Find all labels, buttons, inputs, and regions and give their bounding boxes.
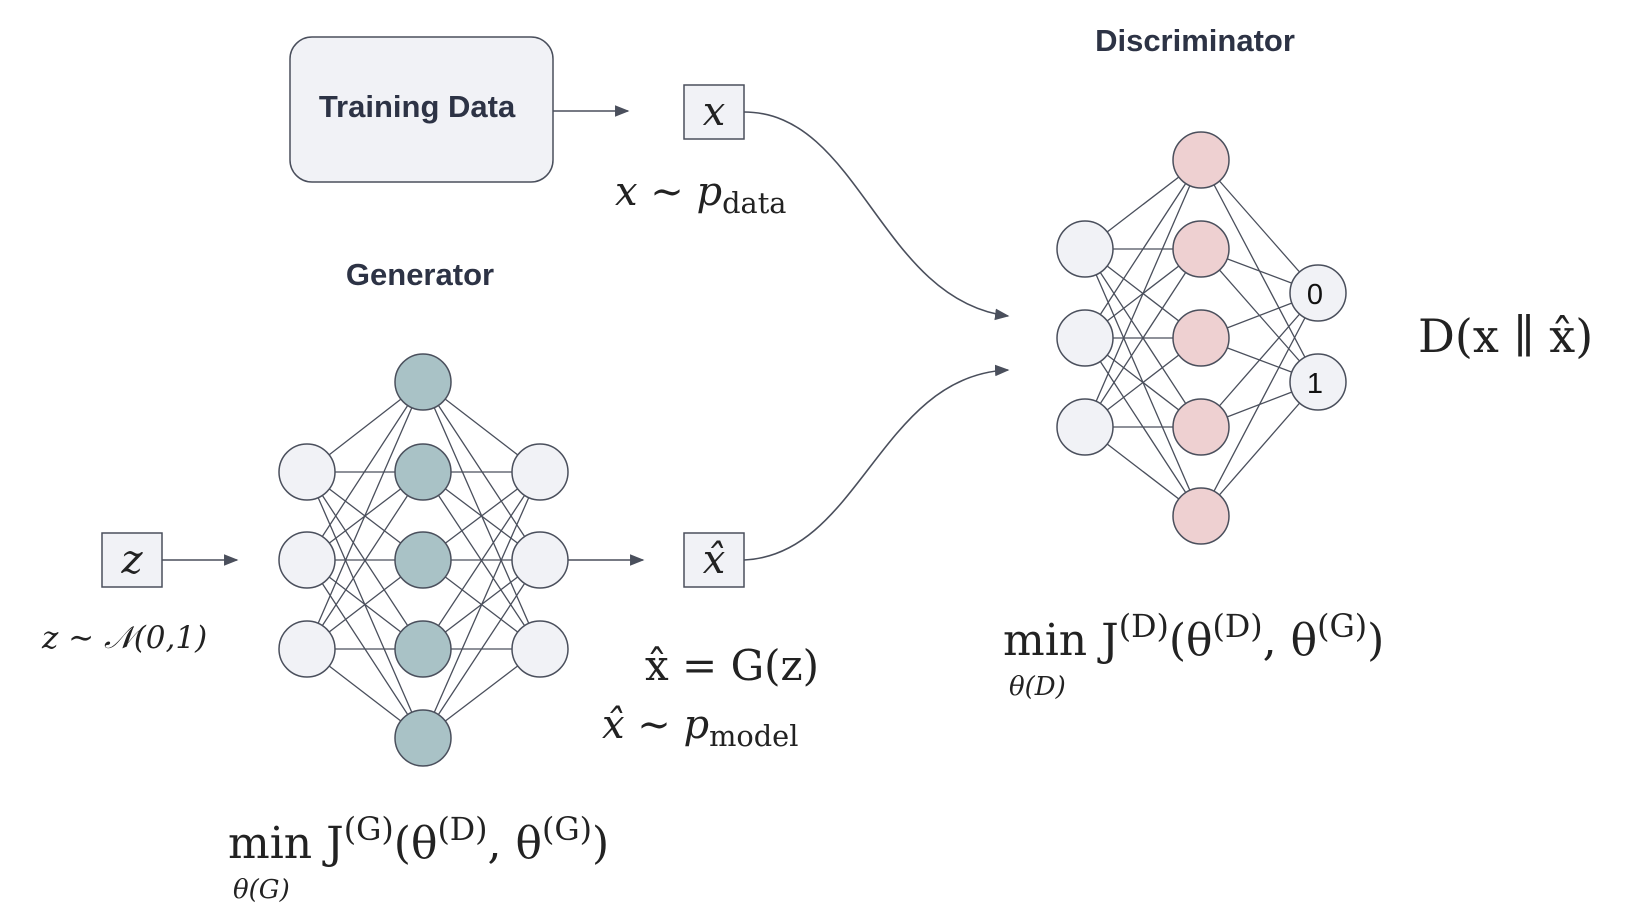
discriminator-input-node bbox=[1056, 309, 1114, 367]
discriminator-hidden-node bbox=[1172, 398, 1230, 456]
z-box bbox=[101, 532, 163, 588]
discriminator-input-node bbox=[1056, 220, 1114, 278]
discriminator-connection bbox=[1200, 292, 1319, 428]
x-hat-distribution: x̂ ∼ pmodel bbox=[602, 702, 798, 753]
x-hat-symbol: x̂ bbox=[703, 537, 726, 583]
discriminator-output-formula: D(x ∥ x̂) bbox=[1418, 309, 1593, 363]
generator-connection bbox=[422, 471, 541, 650]
discriminator-objective: min J(D)(θ(D), θ(G)) θ(D) bbox=[1003, 609, 1384, 702]
generator-connection bbox=[422, 559, 541, 739]
generator-hidden-node bbox=[394, 353, 452, 411]
discriminator-hidden-node bbox=[1172, 220, 1230, 278]
generator-objective: min J(G)(θ(D), θ(G)) θ(G) bbox=[228, 812, 609, 905]
svg-text:θ(D): θ(D) bbox=[1009, 672, 1066, 702]
training-data-box bbox=[289, 36, 554, 183]
discriminator-title: Discriminator bbox=[1095, 23, 1295, 58]
discriminator-connection bbox=[1084, 159, 1202, 339]
generator-input-node bbox=[278, 443, 336, 501]
generator-input-node bbox=[278, 531, 336, 589]
discriminator-hidden-node bbox=[1172, 131, 1230, 189]
generator-title: Generator bbox=[346, 257, 494, 292]
discriminator-connection bbox=[1200, 381, 1319, 517]
discriminator-network bbox=[1056, 131, 1347, 545]
discriminator-output-node bbox=[1289, 353, 1347, 411]
discriminator-hidden-node bbox=[1172, 309, 1230, 367]
discriminator-output-node bbox=[1289, 264, 1347, 322]
generator-connection bbox=[306, 471, 424, 650]
svg-text:min J(D)(θ(D), θ(G)): min J(D)(θ(D), θ(G)) bbox=[1003, 609, 1384, 666]
discriminator-connection bbox=[1084, 159, 1202, 428]
generator-connection bbox=[306, 381, 424, 650]
x-hat-box bbox=[683, 532, 745, 588]
z-symbol: z bbox=[120, 537, 143, 583]
z-distribution: z ∼ 𝒩(0,1) bbox=[41, 620, 207, 656]
generator-connection bbox=[422, 381, 541, 561]
generator-hidden-node bbox=[394, 620, 452, 678]
discriminator-connection bbox=[1200, 292, 1319, 517]
x-hat-equation: x̂ = G(z) bbox=[645, 641, 819, 690]
x-box bbox=[683, 84, 745, 140]
generator-connection bbox=[306, 381, 424, 561]
generator-input-node bbox=[278, 620, 336, 678]
generator-connection bbox=[422, 471, 541, 739]
discriminator-hidden-node bbox=[1172, 487, 1230, 545]
xhat-to-discriminator-arrow bbox=[743, 364, 1010, 561]
discriminator-output-0: 0 bbox=[1307, 279, 1323, 311]
generator-output-node bbox=[511, 620, 569, 678]
generator-network bbox=[278, 353, 569, 767]
x-distribution: x ∼ pdata bbox=[615, 169, 786, 220]
x-symbol: x bbox=[703, 89, 726, 135]
generator-hidden-node bbox=[394, 531, 452, 589]
svg-text:θ(G): θ(G) bbox=[233, 875, 290, 905]
training-data-label: Training Data bbox=[319, 89, 516, 124]
x-to-discriminator-arrow bbox=[743, 111, 1010, 321]
generator-hidden-node bbox=[394, 709, 452, 767]
discriminator-connection bbox=[1084, 248, 1202, 428]
generator-hidden-node bbox=[394, 443, 452, 501]
svg-text:min J(G)(θ(D), θ(G)): min J(G)(θ(D), θ(G)) bbox=[228, 812, 609, 869]
generator-output-node bbox=[511, 443, 569, 501]
discriminator-output-1: 1 bbox=[1307, 368, 1323, 400]
generator-output-node bbox=[511, 531, 569, 589]
discriminator-connection bbox=[1200, 159, 1319, 294]
discriminator-input-node bbox=[1056, 398, 1114, 456]
